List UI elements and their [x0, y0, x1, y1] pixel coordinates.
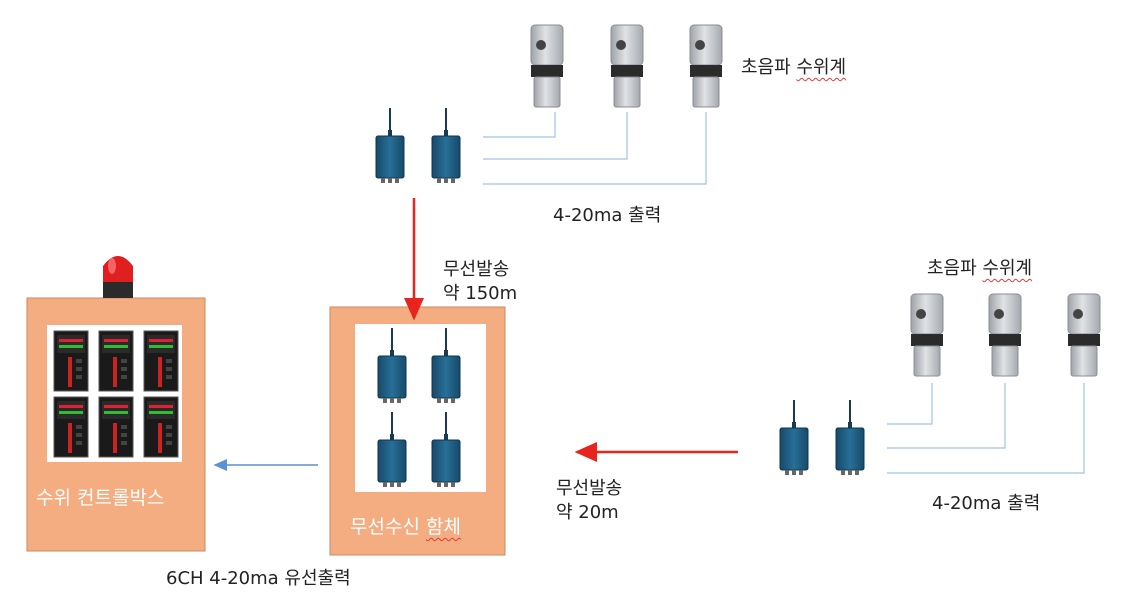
- receiver-box-title: 무선수신 함체: [350, 512, 461, 539]
- ultrasonic-level-sensor-icon: [530, 24, 564, 108]
- wireless-transmitter-icon: [375, 107, 405, 184]
- panel-display-icon: [98, 396, 134, 458]
- ultrasonic-level-sensor-icon: [988, 293, 1022, 377]
- right-sensors: [910, 293, 1101, 377]
- wireless-transmitter-icon: [431, 107, 461, 184]
- control-box-title: 수위 컨트롤박스: [36, 483, 164, 510]
- panel-display-icon: [143, 396, 179, 458]
- right-sensor-label-b: 수위계: [982, 258, 1033, 279]
- ultrasonic-level-sensor-icon: [610, 24, 644, 108]
- top-sensor-label: 초음파 수위계: [741, 57, 846, 79]
- wireless-transmitter-icon: [779, 399, 809, 476]
- wired-output-label: 6CH 4-20ma 유선출력: [166, 568, 351, 589]
- panel-display-icon: [53, 396, 89, 458]
- ultrasonic-level-sensor-icon: [910, 293, 944, 377]
- ultrasonic-level-sensor-icon: [1067, 293, 1101, 377]
- right-sensor-label: 초음파 수위계: [927, 258, 1032, 280]
- receiver-box: [329, 306, 506, 556]
- panel-display-icon: [143, 330, 179, 392]
- ultrasonic-level-sensor-icon: [689, 24, 723, 108]
- panel-display-icon: [98, 330, 134, 392]
- top-link-line1: 무선발송: [443, 259, 510, 280]
- right-transmitters: [779, 399, 865, 476]
- top-link-line2: 약 150m: [443, 283, 518, 304]
- control-box-title-b: 컨트롤박스: [77, 487, 165, 509]
- right-sensor-label-a: 초음파: [927, 258, 977, 279]
- top-sensor-label-a: 초음파: [741, 57, 791, 78]
- right-output-label: 4-20ma 출력: [932, 493, 1041, 514]
- right-cables: [887, 383, 1085, 474]
- top-output-label: 4-20ma 출력: [553, 205, 662, 226]
- receiver-box-title-b: 함체: [425, 516, 461, 538]
- top-cables: [483, 112, 707, 185]
- control-box-title-a: 수위: [36, 487, 71, 509]
- receiver-box-title-a: 무선수신: [350, 516, 420, 538]
- right-link-line2: 약 20m: [556, 502, 619, 523]
- wireless-transmitter-icon: [835, 399, 865, 476]
- top-transmitters: [375, 107, 461, 184]
- top-sensor-label-b: 수위계: [796, 57, 847, 78]
- control-box: [26, 256, 206, 552]
- right-link-line1: 무선발송: [556, 478, 623, 499]
- panel-display-icon: [53, 330, 89, 392]
- top-sensors: [530, 24, 723, 108]
- warning-lamp-icon: [103, 256, 133, 298]
